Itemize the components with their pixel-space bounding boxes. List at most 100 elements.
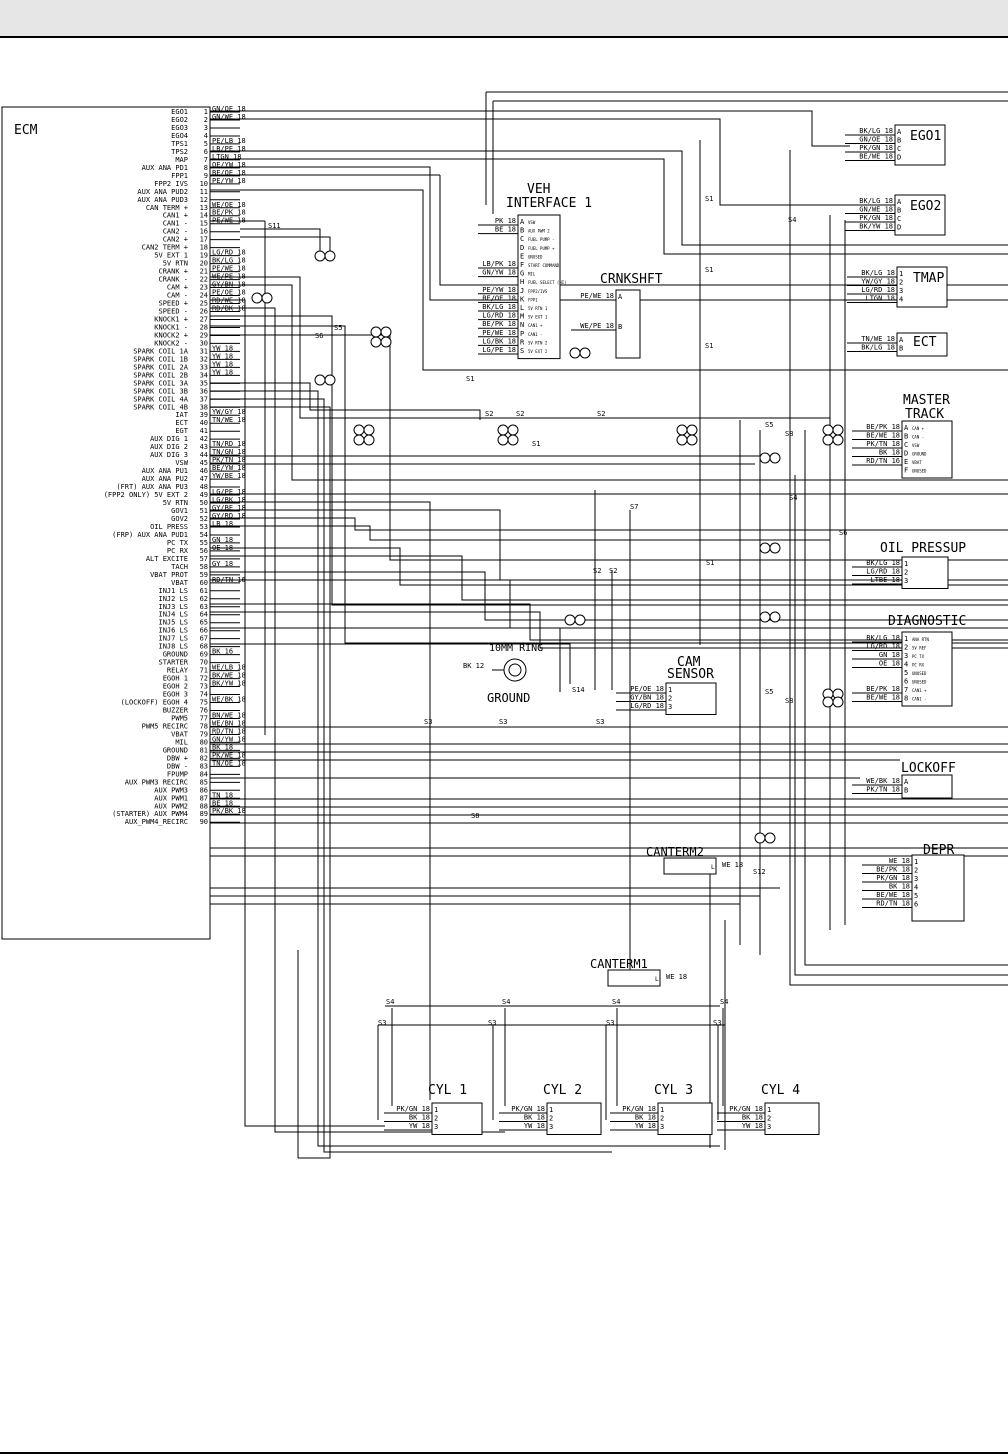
ecm-pin-label: CAN TERM + (146, 204, 188, 212)
ecm-pin-label: TPS1 (171, 140, 188, 148)
master-pin-letter: F (904, 467, 908, 475)
diag-pin-letter: 8 (904, 695, 908, 703)
crnk-title: CRNKSHFT (600, 272, 663, 287)
depr-pin-letter: 5 (914, 892, 918, 900)
ecm-pin-label: 5V RTN (163, 260, 188, 268)
ecm-pin-number: 86 (200, 786, 208, 794)
splice-label: S3 (499, 718, 507, 726)
ecm-pin-number: 67 (200, 635, 208, 643)
tmap-wire-label: BK/LG 18 (861, 269, 895, 277)
ecm-pin-number: 9 (204, 172, 208, 180)
twisted-pair-marker (822, 434, 844, 446)
lockoff-pin-letter: B (904, 787, 908, 795)
master-wire-label: BE/WE 18 (866, 432, 900, 440)
diag-pin-letter: 1 (904, 635, 908, 643)
ecm-pin-number: 75 (200, 699, 208, 707)
twist-circle (759, 611, 771, 623)
ecm-pin-number: 32 (200, 355, 208, 363)
veh-pin-letter: L (520, 304, 524, 312)
lockoff-wire-label: PK/TN 18 (866, 786, 900, 794)
ecm-pin-label: DBW + (167, 754, 188, 762)
veh-pin-function: UNUSED (528, 254, 543, 259)
cyl1-pin-letter: 2 (434, 1115, 438, 1123)
ecm-pin-number: 46 (200, 467, 208, 475)
ego2-wire-label: BK/YW 18 (859, 223, 893, 231)
veh-wire-label: LB/PK 18 (482, 260, 516, 268)
ego1-wire-label: PK/GN 18 (859, 144, 893, 152)
master-subtitle: TRACK (905, 407, 944, 422)
ecm-wire-label: PE/YW 18 (212, 177, 246, 185)
cam-pin-letter: 2 (668, 695, 672, 703)
ecm-pin-label: AUX ANA PU2 (142, 475, 188, 483)
ecm-wire-label: LG/BK 18 (212, 496, 246, 504)
diag-pin-letter: 2 (904, 644, 908, 652)
ect-wire-label: BK/LG 18 (861, 344, 895, 352)
ecm-wire-label: BK 18 (212, 743, 233, 751)
crnk-wire-label: PE/WE 18 (580, 292, 614, 300)
cyl1-pin-letter: 1 (434, 1106, 438, 1114)
ecm-pin-label: FPP2 IVS (154, 180, 188, 188)
ect-pin-letter: B (899, 345, 903, 353)
veh-pin-letter: P (520, 330, 524, 338)
ecm-pin-label: INJ7 LS (158, 635, 188, 643)
ecm-pin-label: INJ2 LS (158, 595, 188, 603)
ecm-pin-number: 82 (200, 754, 208, 762)
cyl2-pin-letter: 1 (549, 1106, 553, 1114)
ecm-pin-number: 44 (200, 451, 208, 459)
canterm1-pin-letter: L (655, 976, 659, 983)
splice-label: S3 (606, 1019, 614, 1027)
ecm-pin-label: VBAT (171, 730, 189, 738)
ecm-pin-number: 25 (200, 300, 208, 308)
ecm-pin-label: 5V EXT 1 (154, 252, 188, 260)
crnk-body (615, 289, 641, 359)
ego2-body (894, 194, 946, 236)
veh-pin-function: FUEL SELECT (HI) (528, 280, 567, 285)
ecm-wire-label: GY 18 (212, 560, 233, 568)
splice-label: S4 (612, 998, 620, 1006)
cyl4-wire-label: PK/GN 18 (729, 1105, 763, 1113)
twist-circle (769, 611, 781, 623)
twist-circle (363, 434, 375, 446)
twist-circle (832, 434, 844, 446)
ecm-pin-label: GOV1 (171, 507, 188, 515)
splice-label: S8 (471, 812, 479, 820)
cyl4-wire-label: YW 18 (742, 1122, 763, 1130)
diag-pin-letter: 3 (904, 652, 908, 660)
veh-pin-letter: B (520, 227, 524, 235)
ecm-pin-label: KNOCK2 + (154, 331, 188, 339)
ecm-pin-number: 88 (200, 802, 208, 810)
ecm-pin-label: INJ4 LS (158, 611, 188, 619)
ecm-pin-label: AUX ANA PD1 (142, 164, 188, 172)
ecm-pin-number: 28 (200, 323, 208, 331)
ecm-pin-label: INJ8 LS (158, 643, 188, 651)
ecm-wire-label: LB/PE 18 (212, 145, 246, 153)
twist-circle (353, 434, 365, 446)
ecm-pin-label: AUX DIG 1 (150, 435, 188, 443)
ecm-pin-label: GROUND (163, 746, 188, 754)
ecm-pin-number: 69 (200, 651, 208, 659)
twist-circle (370, 336, 382, 348)
ecm-pin-number: 15 (200, 220, 208, 228)
splice-label: S3 (424, 718, 432, 726)
veh-pin-letter: H (520, 278, 524, 286)
diag-pin-letter: 6 (904, 678, 908, 686)
diag-pin-function: UNUSED (912, 671, 927, 676)
veh-pin-letter: G (520, 270, 524, 278)
depr-pin-letter: 6 (914, 901, 918, 909)
crnk-pin-letter: B (618, 323, 622, 331)
veh-wire-label: BE/PK 18 (482, 320, 516, 328)
oil-title: OIL PRESSUP (880, 541, 966, 556)
ecm-pin-label: KNOCK2 - (154, 339, 188, 347)
ecm-pin-number: 60 (200, 579, 208, 587)
ecm-pin-label: GOV2 (171, 515, 188, 523)
ecm-wire-label: WE/OE 18 (212, 201, 246, 209)
ecm-pin-number: 35 (200, 379, 208, 387)
ecm-pin-label: AUX PWM1 (154, 794, 188, 802)
ecm-pin-number: 47 (200, 475, 208, 483)
ecm-pin-number: 10 (200, 180, 208, 188)
